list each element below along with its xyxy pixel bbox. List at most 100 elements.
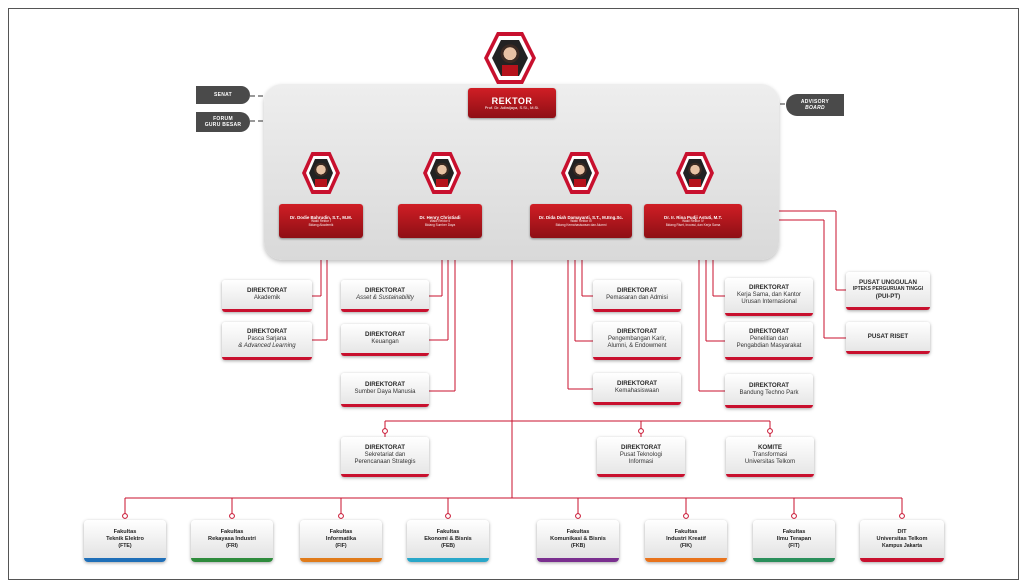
direktorat-karir-body-2: Alumni, & Endowment — [607, 343, 667, 350]
vice-rector-1-name: Dr. Dodie Bahrudin, S.T., M.M. — [290, 214, 352, 220]
komite-body-2: Universitas Telkom — [744, 459, 796, 466]
faculty-fkb-code: (FKB) — [570, 542, 586, 549]
direktorat-pemasaran-body: Pemasaran dan Admisi — [606, 294, 668, 301]
faculty-fkb-line-1: Fakultas — [566, 528, 590, 535]
vice-rector-1-photo — [302, 152, 340, 194]
pusat-unggulan-line-3: (PUI-PT) — [875, 292, 901, 300]
faculty-fit-line-2: Ilmu Terapan — [776, 535, 812, 542]
faculty-dit-line-1: DIT — [897, 528, 907, 535]
direktorat-pti: DIREKTORAT Pusat Teknologi Informasi — [597, 437, 685, 477]
forum-text-2: GURU BESAR — [204, 122, 242, 128]
direktorat-penelitian: DIREKTORAT Penelitian dan Pengabdian Mas… — [725, 322, 813, 360]
direktorat-pti-head: DIREKTORAT — [621, 444, 661, 452]
faculty-feb-line-2: Ekonomi & Bisnis — [424, 535, 472, 542]
direktorat-penelitian-body-2: Pengabdian Masyarakat — [736, 343, 802, 350]
direktorat-akademik-head: DIREKTORAT — [247, 286, 287, 294]
direktorat-sdm: DIREKTORAT Sumber Daya Manusia — [341, 373, 429, 407]
direktorat-pemasaran-head: DIREKTORAT — [617, 286, 657, 294]
advisory-text-2: BOARD — [805, 105, 825, 111]
direktorat-sekretariat-body-2: Perencanaan Strategis — [354, 459, 416, 466]
faculty-fte-line-2: Teknik Elektro — [106, 535, 144, 542]
direktorat-pti-body-1: Pusat Teknologi — [619, 451, 663, 458]
direktorat-kemahasiswaan-body: Kemahasiswaan — [614, 387, 660, 394]
diagram-frame — [8, 8, 1019, 580]
faculty-fit-line-1: Fakultas — [782, 528, 806, 535]
faculty-feb-line-1: Fakultas — [436, 528, 460, 535]
direktorat-sekretariat-head: DIREKTORAT — [365, 444, 405, 452]
faculty-fik-code: (FIK) — [680, 542, 692, 549]
vice-rector-3-name: Dr. Dida Diah Damayanti, S.T., M.Eng.Sc. — [538, 214, 624, 220]
advisory-board-label: ADVISORY BOARD — [786, 94, 844, 116]
pusat-unggulan: PUSAT UNGGULAN IPTEKS PERGURUAN TINGGI (… — [846, 272, 930, 310]
senat-text: SENAT — [213, 92, 233, 98]
senat-label: SENAT — [196, 86, 250, 104]
faculty-dit-jakarta: DIT Universitas Telkom Kampus Jakarta — [860, 520, 944, 562]
direktorat-kemahasiswaan: DIREKTORAT Kemahasiswaan — [593, 373, 681, 405]
forum-guru-besar-label: FORUM GURU BESAR — [196, 112, 250, 132]
faculty-fte: Fakultas Teknik Elektro (FTE) — [84, 520, 166, 562]
direktorat-sdm-body: Sumber Daya Manusia — [354, 388, 416, 395]
advisory-text-1: ADVISORY — [800, 99, 830, 105]
direktorat-pascasarjana: DIREKTORAT Pasca Sarjana & Advanced Lear… — [222, 322, 312, 360]
faculty-fik: Fakultas Industri Kreatif (FIK) — [645, 520, 727, 562]
direktorat-pti-body-2: Informasi — [628, 459, 654, 466]
faculty-feb: Fakultas Ekonomi & Bisnis (FEB) — [407, 520, 489, 562]
direktorat-sekretariat: DIREKTORAT Sekretariat dan Perencanaan S… — [341, 437, 429, 477]
komite-body-1: Transformasi — [752, 451, 788, 458]
vice-rector-2-name: Dr. Henry Christiadi — [419, 214, 461, 220]
direktorat-pascasarjana-head: DIREKTORAT — [247, 328, 287, 336]
direktorat-penelitian-head: DIREKTORAT — [749, 328, 789, 336]
faculty-dit-code: Kampus Jakarta — [881, 542, 923, 549]
vice-rector-1-role: Wakil Rektor I — [311, 218, 331, 223]
faculty-fif-line-2: Informatika — [325, 535, 357, 542]
faculty-fik-line-1: Fakultas — [674, 528, 698, 535]
faculty-fri-code: (FRI) — [226, 542, 238, 549]
direktorat-kerjasama: DIREKTORAT Kerja Sama, dan Kantor Urusan… — [725, 278, 813, 316]
direktorat-pemasaran: DIREKTORAT Pemasaran dan Admisi — [593, 280, 681, 312]
pusat-riset: PUSAT RISET — [846, 322, 930, 354]
vice-rector-1-box: Dr. Dodie Bahrudin, S.T., M.M. Wakil Rek… — [279, 204, 363, 238]
faculty-fri-line-1: Fakultas — [220, 528, 244, 535]
vice-rector-1-field: Bidang Akademik — [308, 222, 334, 227]
vice-rector-2-role: Wakil Rektor II — [429, 218, 451, 223]
vice-rector-3-field: Bidang Kemahasiswaan dan Alumni — [555, 222, 607, 227]
direktorat-kerjasama-body-1: Kerja Sama, dan Kantor — [736, 291, 802, 298]
direktorat-asset: DIREKTORAT Asset & Sustainability — [341, 280, 429, 312]
direktorat-sekretariat-body-1: Sekretariat dan — [364, 451, 406, 458]
direktorat-akademik-body: Akademik — [253, 294, 281, 301]
direktorat-akademik: DIREKTORAT Akademik — [222, 280, 312, 312]
faculty-fif-code: (FIF) — [335, 542, 347, 549]
direktorat-pascasarjana-body-1: Pasca Sarjana — [247, 335, 287, 342]
direktorat-pascasarjana-body-2: & Advanced Learning — [238, 343, 296, 350]
direktorat-keuangan-body: Keuangan — [371, 338, 399, 345]
pusat-unggulan-line-2: IPTEKS PERGURUAN TINGGI — [852, 286, 924, 293]
direktorat-keuangan: DIREKTORAT Keuangan — [341, 324, 429, 356]
direktorat-keuangan-head: DIREKTORAT — [365, 330, 405, 338]
vice-rector-3-photo — [561, 152, 599, 194]
direktorat-kerjasama-head: DIREKTORAT — [749, 284, 789, 292]
faculty-fte-line-1: Fakultas — [113, 528, 137, 535]
vice-rector-4-name: Dr. Ir. Rina Pudji Astuti, M.T. — [664, 214, 722, 220]
direktorat-asset-head: DIREKTORAT — [365, 286, 405, 294]
rektor-name: Prof. Dr. Adiwijaya, S.Si., M.Si. — [484, 104, 540, 110]
rektor-title: REKTOR — [491, 95, 533, 106]
forum-text-1: FORUM — [213, 116, 233, 122]
komite-transformasi: KOMITE Transformasi Universitas Telkom — [726, 437, 814, 477]
faculty-fit: Fakultas Ilmu Terapan (FIT) — [753, 520, 835, 562]
faculty-fit-code: (FIT) — [788, 542, 800, 549]
vice-rector-3-box: Dr. Dida Diah Damayanti, S.T., M.Eng.Sc.… — [530, 204, 632, 238]
direktorat-karir-body-1: Pengembangan Karir, — [607, 335, 667, 342]
faculty-feb-code: (FEB) — [441, 542, 455, 549]
vice-rector-4-box: Dr. Ir. Rina Pudji Astuti, M.T. Wakil Re… — [644, 204, 742, 238]
vice-rector-4-role: Wakil Rektor IV — [682, 218, 704, 223]
faculty-fif-line-1: Fakultas — [329, 528, 353, 535]
faculty-fik-line-2: Industri Kreatif — [666, 535, 706, 542]
direktorat-btp-head: DIREKTORAT — [749, 381, 789, 389]
faculty-fkb-line-2: Komunikasi & Bisnis — [550, 535, 606, 542]
vice-rector-2-photo — [423, 152, 461, 194]
direktorat-kerjasama-body-2: Urusan Internasional — [741, 299, 797, 306]
faculty-fte-code: (FTE) — [118, 542, 132, 549]
pusat-unggulan-line-1: PUSAT UNGGULAN — [859, 278, 917, 286]
direktorat-kemahasiswaan-head: DIREKTORAT — [617, 379, 657, 387]
faculty-dit-line-2: Universitas Telkom — [876, 535, 928, 542]
